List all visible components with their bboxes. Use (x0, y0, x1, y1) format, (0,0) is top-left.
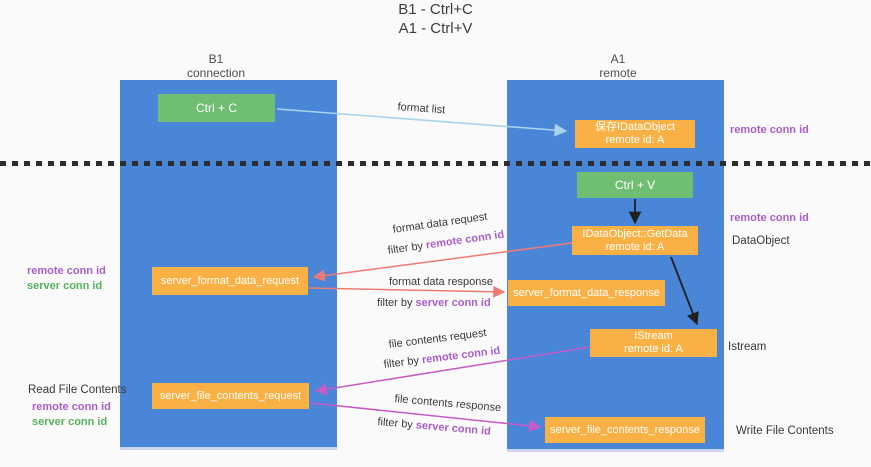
node-istream-line1: IStream (634, 330, 673, 342)
annotation-left-remote-conn-id-bottom: remote conn id (32, 401, 111, 413)
node-server-format-data-request-label: server_format_data_request (160, 274, 300, 287)
annotation-left-server-conn-id-top: server conn id (27, 280, 103, 292)
annotation-remote-conn-id-mid: remote conn id (730, 212, 809, 224)
label-format-data-response: format data response (389, 276, 493, 288)
node-istream: IStream remote id: A (590, 329, 717, 357)
annotation-read-file-contents: Read File Contents (28, 384, 127, 396)
diagram-title-line-1: B1 - Ctrl+C (398, 1, 473, 18)
label-filter-prefix-4: filter by (376, 416, 417, 432)
node-idataobject-getdata: IDataObject::GetData remote id: A (572, 226, 698, 255)
node-server-format-data-response-label: server_format_data_response (513, 286, 660, 299)
node-server-file-contents-response-label: server_file_contents_response (550, 423, 700, 436)
node-istream-line2: remote id: A (624, 343, 683, 355)
label-filter-prefix-2: filter by (377, 297, 416, 309)
node-server-format-data-request: server_format_data_request (152, 267, 308, 295)
node-ctrl-c-label: Ctrl + C (195, 100, 237, 115)
arrow-format-data-response (308, 285, 506, 298)
label-filter-key-2: server conn id (415, 297, 491, 309)
lane-b1-role: connection (186, 66, 246, 80)
lane-a1-role: remote (599, 66, 637, 80)
label-file-contents-response: file contents response (393, 393, 502, 415)
node-save-idataobject: 保存IDataObject remote id: A (575, 120, 695, 148)
node-save-idataobject-line2: remote id: A (605, 134, 665, 146)
lane-header-b1: B1 connection (116, 52, 316, 80)
label-filter-key-4: server conn id (415, 419, 492, 438)
node-server-file-contents-request-label: server_file_contents_request (159, 389, 302, 402)
label-filter-prefix-3: filter by (383, 354, 423, 371)
annotation-remote-conn-id-top: remote conn id (730, 124, 809, 136)
separator-dashed-line (0, 161, 871, 166)
label-filter-server-conn-id-2: filter by server conn id (377, 416, 491, 438)
annotation-dataobject: DataObject (732, 235, 790, 247)
diagram-title-line-2: A1 - Ctrl+V (398, 20, 473, 37)
node-ctrl-c: Ctrl + C (158, 94, 275, 122)
node-server-file-contents-request: server_file_contents_request (152, 383, 309, 409)
label-filter-server-conn-id-1: filter by server conn id (377, 297, 491, 309)
label-format-list: format list (397, 101, 446, 117)
lane-a1-name: A1 (610, 52, 626, 66)
annotation-istream: Istream (728, 341, 767, 353)
node-server-file-contents-response: server_file_contents_response (545, 417, 705, 443)
node-server-format-data-response: server_format_data_response (508, 280, 665, 306)
label-filter-prefix-1: filter by (387, 239, 427, 257)
annotation-left-server-conn-id-bottom: server conn id (32, 416, 108, 428)
lane-header-a1: A1 remote (518, 52, 718, 80)
label-filter-key-3: remote conn id (421, 344, 501, 367)
node-save-idataobject-line1: 保存IDataObject (594, 121, 676, 133)
node-ctrl-v: Ctrl + V (577, 172, 693, 198)
diagram-title: B1 - Ctrl+C A1 - Ctrl+V (0, 0, 871, 38)
label-filter-key-1: remote conn id (425, 228, 505, 252)
annotation-left-remote-conn-id-top: remote conn id (27, 265, 106, 277)
node-idataobject-getdata-line1: IDataObject::GetData (582, 227, 688, 240)
node-idataobject-getdata-line2: remote id: A (605, 240, 665, 253)
node-ctrl-v-label: Ctrl + V (614, 177, 656, 192)
lane-b1-name: B1 (208, 52, 224, 66)
annotation-write-file-contents: Write File Contents (736, 425, 834, 437)
